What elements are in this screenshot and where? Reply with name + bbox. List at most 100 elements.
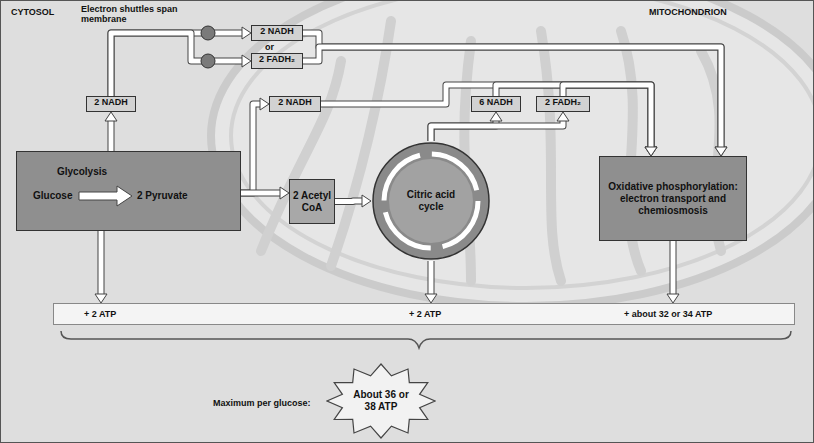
arrow-outline: [111, 33, 242, 96]
shuttle-protein: [201, 54, 215, 68]
arrow-body: [109, 121, 114, 151]
arrow-head: [667, 294, 679, 303]
region-label: MITOCHONDRION: [649, 7, 727, 17]
arrow-body: [563, 85, 651, 147]
carrier-label: 2 FADH₂: [258, 54, 296, 64]
stage-label: 2 Pyruvate: [137, 190, 188, 202]
total-starburst: About 36 or 38 ATP: [326, 363, 436, 439]
carrier-label: 2 NADH: [258, 26, 296, 36]
arrow-body: [111, 33, 242, 96]
arrow-body: [431, 121, 563, 141]
atp-bar: + 2 ATP + 2 ATP + about 32 or 34 ATP: [53, 303, 795, 325]
arrow-outline: [563, 85, 651, 147]
stage-label: Citric acid cycle: [402, 189, 460, 213]
glycolysis-box: GlycolysisGlucose 2 Pyruvate: [16, 151, 241, 231]
carrier-label: 2 NADH: [93, 97, 129, 107]
outer-membrane: [211, 1, 814, 306]
shuttle-protein: [201, 26, 215, 40]
arrow-body: [303, 47, 721, 147]
arrow-outline: [241, 104, 260, 193]
arrow-outline: [98, 231, 105, 294]
flow-arrow: [321, 85, 657, 156]
carrier-label: 6 NADH: [478, 97, 514, 107]
carrier-box: 2 NADH: [269, 96, 321, 112]
flow-arrow: [425, 261, 437, 303]
cycle-circle: Citric acid cycle: [371, 141, 491, 261]
arrow-outline: [111, 33, 242, 96]
arrow-body: [303, 33, 721, 147]
arrow-body: [335, 199, 362, 205]
arrow-body: [99, 231, 104, 294]
flow-arrow: [111, 27, 251, 96]
stage-label: Glucose: [33, 190, 72, 202]
arrow-body: [241, 191, 280, 196]
inner-membrane: [231, 1, 814, 288]
cycle-center: [389, 159, 473, 243]
arrow-body: [671, 241, 676, 294]
flow-arrow: [303, 33, 727, 156]
arrow-head: [490, 112, 502, 121]
arrow-head: [425, 294, 437, 303]
cristae: [261, 21, 721, 281]
stage-label: 2 Acetyl CoA: [292, 190, 332, 214]
arrow-outline: [303, 33, 721, 147]
arrow-outline: [303, 47, 721, 147]
flow-arrow: [241, 98, 269, 193]
atp-yield: + 2 ATP: [409, 308, 441, 320]
carrier-label: 2 NADH: [276, 97, 314, 107]
arrow-body: [496, 85, 651, 147]
arrow-head: [715, 147, 727, 156]
carrier-label: 2 FADH₂: [543, 97, 583, 107]
arrow-outline: [496, 85, 651, 147]
arrow-outline: [321, 85, 651, 147]
arrow-head: [95, 294, 107, 303]
arrow-head: [715, 147, 727, 156]
flow-arrow: [431, 112, 569, 141]
arrow-outline: [335, 198, 362, 206]
arrow-head: [645, 147, 657, 156]
starburst: [327, 364, 435, 438]
arrow-head: [645, 147, 657, 156]
arrow-head: [105, 112, 117, 121]
cycle-disc: [373, 143, 489, 259]
total-yield: About 36 or 38 ATP: [350, 389, 412, 413]
arrow-body: [241, 104, 260, 193]
arrow-body: [111, 33, 242, 96]
flow-arrow: [95, 231, 107, 303]
arrow-outline: [108, 121, 115, 151]
stage-label: Oxidative phosphorylation: electron tran…: [608, 181, 738, 217]
stage-label: Glycolysis: [57, 166, 107, 178]
carrier-box: 2 FADH₂: [536, 96, 590, 112]
arrow-head: [280, 187, 289, 199]
cycle-ring: [384, 154, 478, 248]
flow-arrow: [111, 33, 251, 96]
arrow-head: [362, 195, 371, 207]
arrow-outline: [431, 121, 563, 141]
or-label: or: [265, 42, 274, 52]
arrow-body: [429, 261, 434, 294]
oxphos-box: Oxidative phosphorylation: electron tran…: [599, 156, 747, 241]
shuttle-note: Electron shuttles span membrane: [81, 4, 186, 24]
arrow-head: [242, 27, 251, 39]
carrier-box: 2 NADH: [251, 25, 303, 41]
flow-arrow: [335, 195, 371, 207]
flow-arrow: [241, 187, 289, 199]
flow-arrow: [303, 47, 727, 156]
atp-yield: + about 32 or 34 ATP: [624, 308, 712, 320]
arrow-head: [645, 147, 657, 156]
arrow-head: [260, 98, 269, 110]
carrier-box: 6 NADH: [471, 96, 521, 112]
arrow-outline: [241, 190, 280, 197]
flow-arrow: [105, 112, 117, 151]
total-bracket: [61, 331, 791, 348]
atp-yield: + 2 ATP: [84, 308, 116, 320]
process-arrow: [79, 186, 132, 206]
total-label: Maximum per glucose:: [213, 398, 311, 408]
arrow-head: [242, 55, 251, 67]
carrier-box: 2 FADH₂: [251, 53, 303, 69]
region-label: CYTOSOL: [11, 7, 54, 17]
flow-arrow: [667, 241, 679, 303]
arrow-outline: [670, 241, 677, 294]
arrow-body: [321, 85, 651, 147]
